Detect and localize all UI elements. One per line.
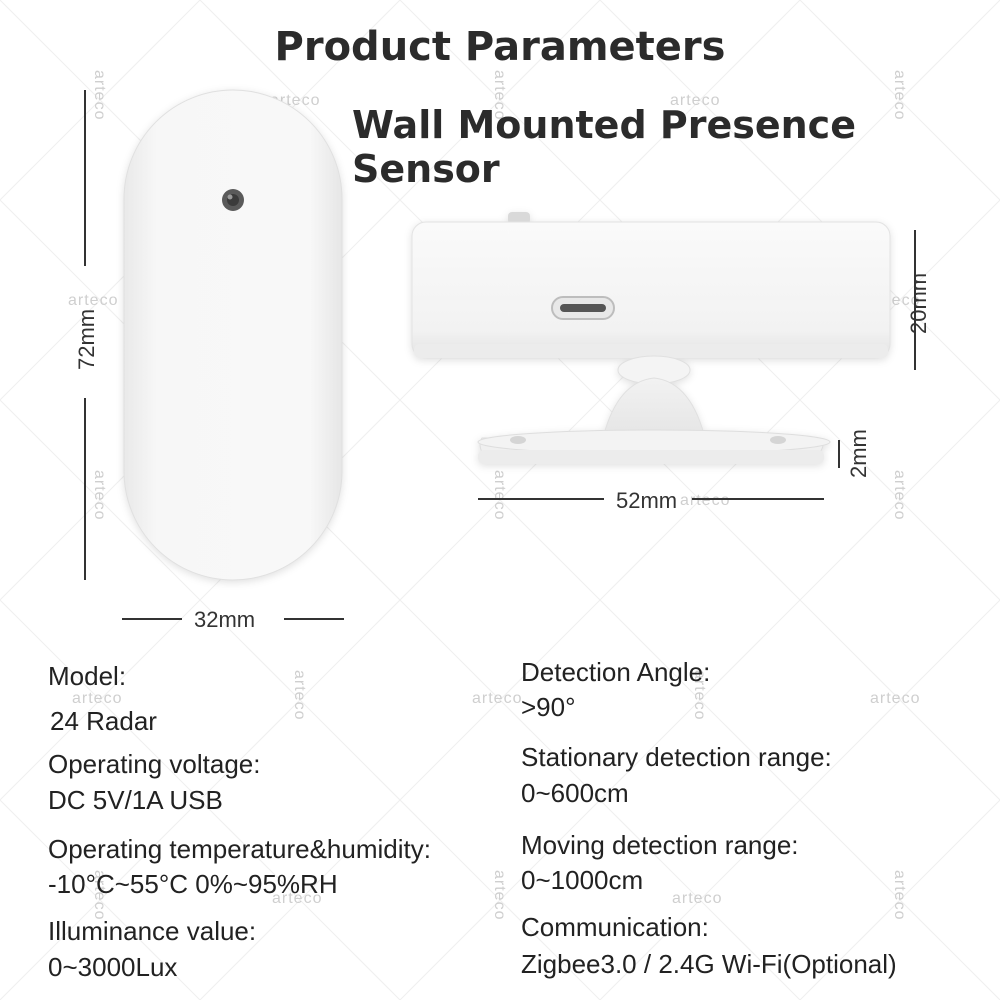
dimension-body-height-label: 20mm [906, 272, 931, 334]
sensor-side-view [411, 212, 891, 464]
watermark: arteco [672, 890, 723, 907]
sensor-front-view [123, 89, 343, 581]
watermark: arteco [491, 470, 508, 521]
spec-label-detection-angle: Detection Angle: [521, 657, 711, 687]
page-title: Product Parameters [274, 24, 726, 70]
watermark: arteco [472, 690, 523, 707]
dimension-line [838, 440, 840, 468]
dimension-line [284, 618, 344, 620]
watermark: arteco [72, 690, 123, 707]
dimension-line [122, 618, 182, 620]
dimension-line [84, 398, 86, 580]
spec-value-communication: Zigbee3.0 / 2.4G Wi-Fi(Optional) [521, 949, 897, 979]
watermark: arteco [680, 492, 731, 509]
spec-label-stationary-range: Stationary detection range: [521, 742, 832, 772]
spec-value-temperature: -10°C~55°C 0%~95%RH [48, 869, 338, 899]
dimension-line [914, 230, 916, 370]
spec-value-stationary-range: 0~600cm [521, 778, 629, 808]
spec-label-temperature: Operating temperature&humidity: [48, 834, 431, 864]
spec-value-moving-range: 0~1000cm [521, 865, 644, 895]
spec-value-detection-angle: >90° [521, 692, 576, 722]
watermark: arteco [670, 92, 721, 109]
watermark: arteco [491, 870, 508, 921]
spec-label-voltage: Operating voltage: [48, 749, 261, 779]
spec-label-illuminance: Illuminance value: [48, 916, 257, 946]
watermark: arteco [891, 870, 908, 921]
dimension-line [692, 498, 824, 500]
watermark: arteco [68, 292, 119, 309]
spec-label-communication: Communication: [521, 912, 709, 942]
dimension-width-label: 32mm [194, 607, 256, 632]
dimension-line [478, 498, 604, 500]
spec-value-voltage: DC 5V/1A USB [48, 785, 223, 815]
product-subtitle: Wall Mounted Presence Sensor [352, 103, 856, 191]
dimension-depth-label: 52mm [616, 488, 678, 513]
dimension-line [84, 90, 86, 266]
spec-label-model: Model: [48, 661, 127, 691]
spec-value-illuminance: 0~3000Lux [48, 952, 178, 982]
watermark: arteco [291, 670, 308, 721]
spec-label-moving-range: Moving detection range: [521, 830, 799, 860]
watermark: arteco [272, 890, 323, 907]
watermark: arteco [870, 690, 921, 707]
watermark: arteco [91, 470, 108, 521]
watermark: arteco [891, 470, 908, 521]
dimension-height-label: 72mm [74, 308, 99, 370]
watermark: arteco [91, 70, 108, 121]
spec-value-model: 24 Radar [50, 706, 157, 736]
dimension-base-thickness-label: 2mm [846, 429, 871, 478]
